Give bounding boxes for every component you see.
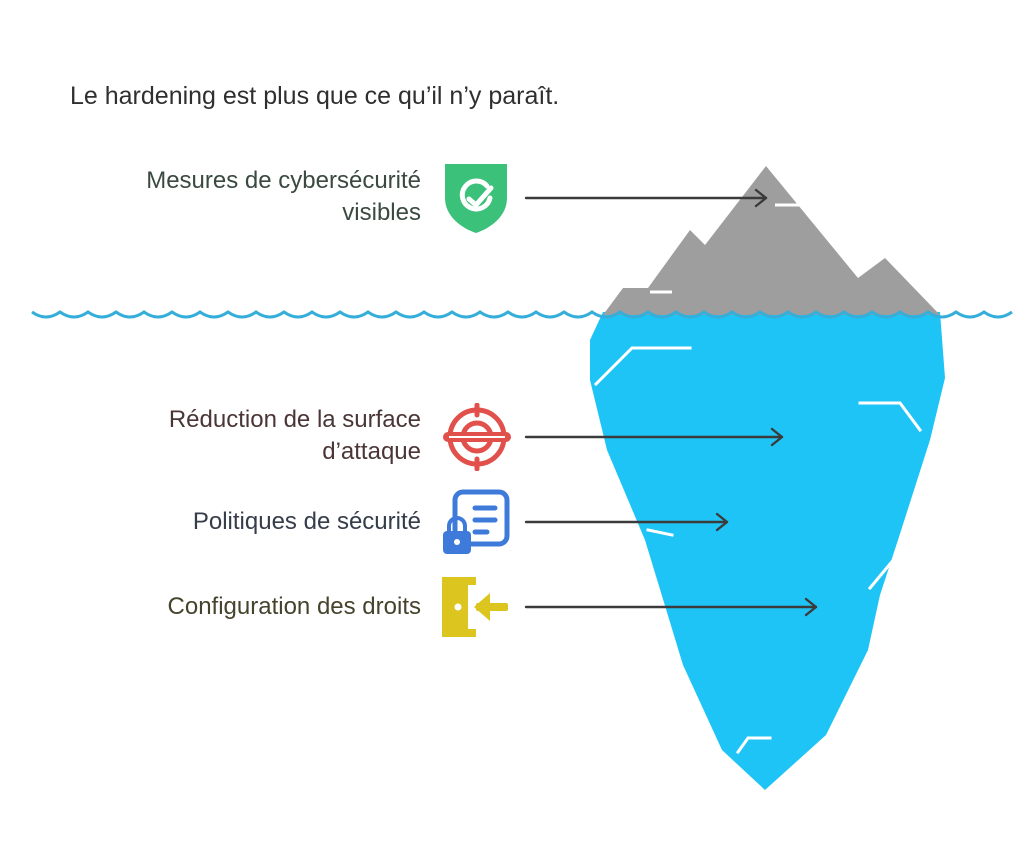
label-line: Politiques de sécurité <box>192 508 421 535</box>
shield-check-icon <box>445 164 507 233</box>
label-line: Mesures de cybersécurité <box>146 167 421 194</box>
iceberg-underwater <box>590 312 945 790</box>
label-rights: Configuration des droits <box>168 591 421 623</box>
iceberg-tip <box>603 166 940 315</box>
label-line: visibles <box>342 199 421 226</box>
label-policies: Politiques de sécurité <box>193 506 421 538</box>
page-title: Le hardening est plus que ce qu’il n’y p… <box>70 82 560 110</box>
arrow-attack-surface <box>524 427 784 447</box>
label-line: Réduction de la surface <box>168 406 421 433</box>
door-arrow-icon <box>442 577 508 637</box>
crosshair-icon <box>443 403 511 471</box>
label-visible-measures: Mesures de cybersécurité visibles <box>146 165 421 229</box>
arrow-visible <box>524 188 768 208</box>
water-line <box>31 310 1013 319</box>
connector-arrows <box>524 188 818 617</box>
document-lock-icon <box>443 489 510 554</box>
label-attack-surface: Réduction de la surface d’attaque <box>169 404 421 468</box>
arrow-rights <box>524 597 818 617</box>
iceberg-highlights <box>593 346 923 755</box>
label-line: d’attaque <box>322 438 421 465</box>
label-line: Configuration des droits <box>167 593 421 620</box>
arrow-policies <box>524 512 729 532</box>
iceberg-tip-highlights <box>650 203 812 294</box>
